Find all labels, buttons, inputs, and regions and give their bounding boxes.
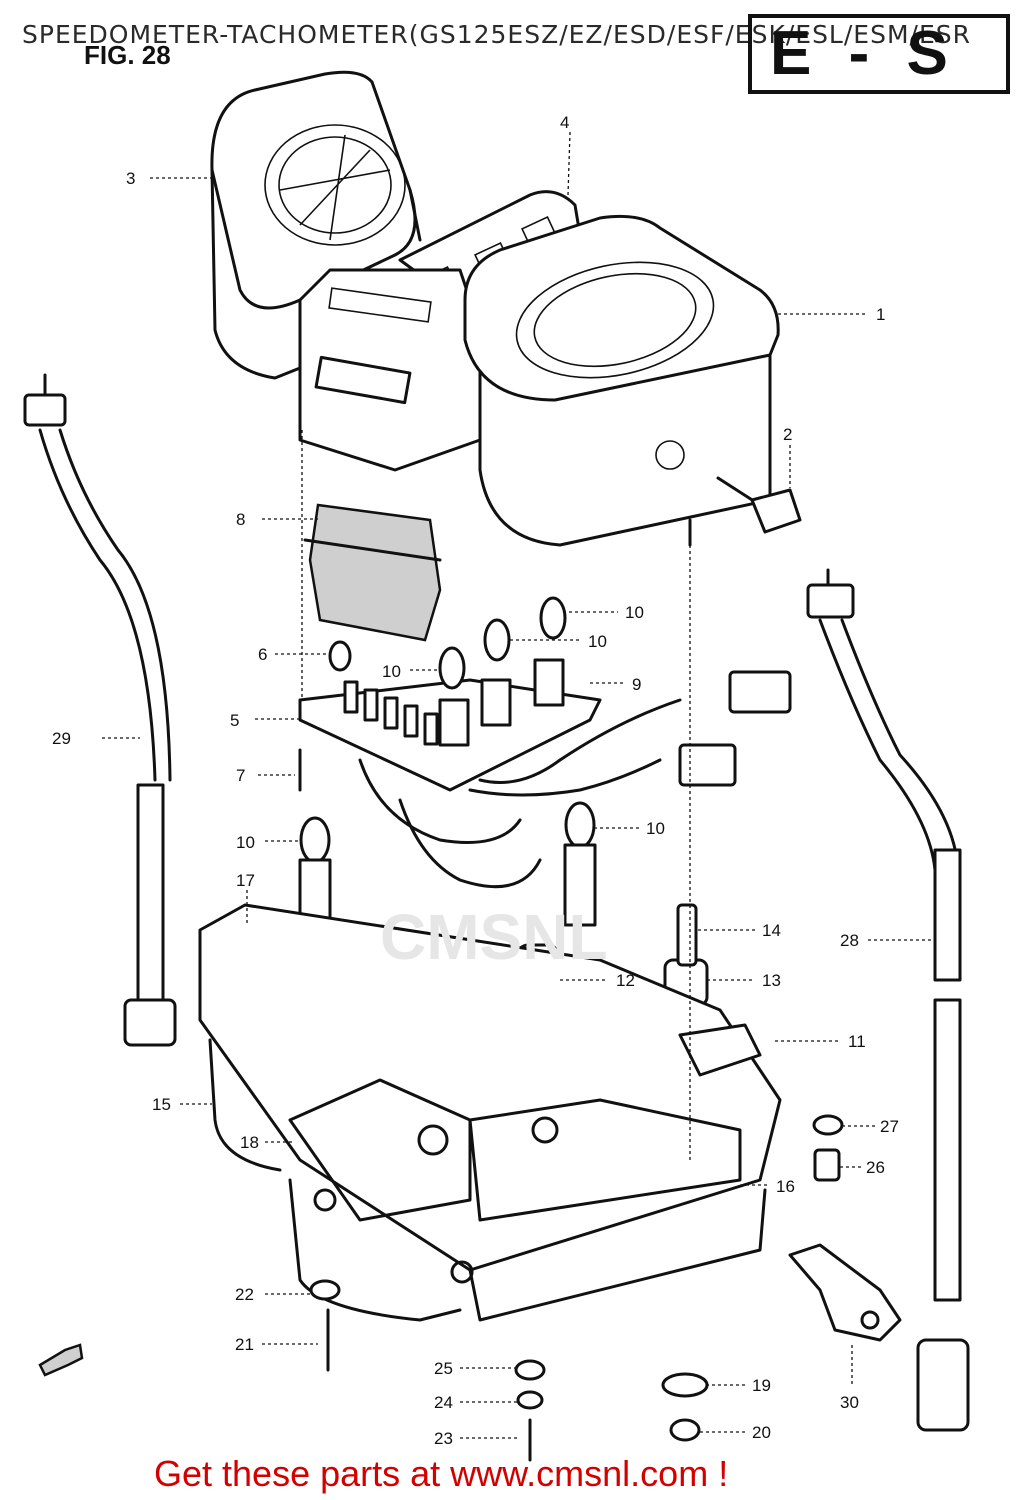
callout-25: 25 <box>434 1359 453 1378</box>
callout-28: 28 <box>840 931 859 950</box>
base-tray <box>198 903 782 1322</box>
callout-10-e: 10 <box>646 819 665 838</box>
hardware <box>298 748 902 1462</box>
speedometer-cable <box>806 568 970 1432</box>
callout-27: 27 <box>880 1117 899 1136</box>
front-arrow-icon <box>38 1343 84 1377</box>
callout-2: 2 <box>783 425 792 444</box>
callout-9: 9 <box>632 675 641 694</box>
wiring-harness <box>358 670 792 889</box>
callout-21: 21 <box>235 1335 254 1354</box>
callout-3: 3 <box>126 169 135 188</box>
tachometer-housing <box>210 70 422 380</box>
trip-reset-knob <box>716 476 802 534</box>
callout-20: 20 <box>752 1423 771 1442</box>
section-code: E - S <box>770 19 958 88</box>
callout-24: 24 <box>434 1393 453 1412</box>
callout-29: 29 <box>52 729 71 748</box>
callout-10-d: 10 <box>236 833 255 852</box>
callout-22: 22 <box>235 1285 254 1304</box>
center-cover <box>298 268 482 472</box>
wiring-cover-block <box>303 503 442 642</box>
callout-13: 13 <box>762 971 781 990</box>
callout-1: 1 <box>876 305 885 324</box>
page-title: SPEEDOMETER-TACHOMETER(GS125ESZ/EZ/ESD/E… <box>22 20 971 49</box>
callout-7: 7 <box>236 766 245 785</box>
callout-6: 6 <box>258 645 267 664</box>
callout-11: 11 <box>848 1032 866 1051</box>
callout-17: 17 <box>236 871 255 890</box>
callout-26: 26 <box>866 1158 885 1177</box>
callout-10-c: 10 <box>382 662 401 681</box>
callout-10-a: 10 <box>625 603 644 622</box>
bulb-sockets <box>328 596 567 747</box>
callout-8: 8 <box>236 510 245 529</box>
callout-19: 19 <box>752 1376 771 1395</box>
callout-5: 5 <box>230 711 239 730</box>
callout-14: 14 <box>762 921 781 940</box>
callout-4: 4 <box>560 113 569 132</box>
leader-lines <box>102 131 935 1439</box>
callout-23: 23 <box>434 1429 453 1448</box>
section-code-box <box>748 14 1010 94</box>
lower-bulbs <box>298 801 597 942</box>
callout-numbers: 1 2 3 4 5 6 7 8 9 10 10 10 10 10 11 12 1… <box>52 113 899 1448</box>
callout-16: 16 <box>776 1177 795 1196</box>
callout-30: 30 <box>840 1393 859 1412</box>
callout-12: 12 <box>616 971 635 990</box>
tachometer-cable <box>23 373 177 1047</box>
speedometer-housing <box>463 214 780 547</box>
figure-number: FIG. 28 <box>84 40 171 70</box>
callout-18: 18 <box>240 1133 259 1152</box>
callout-15: 15 <box>152 1095 171 1114</box>
parts-link[interactable]: Get these parts at www.cmsnl.com ! <box>154 1453 729 1494</box>
callout-10-b: 10 <box>588 632 607 651</box>
watermark: CMSNL <box>380 901 608 973</box>
